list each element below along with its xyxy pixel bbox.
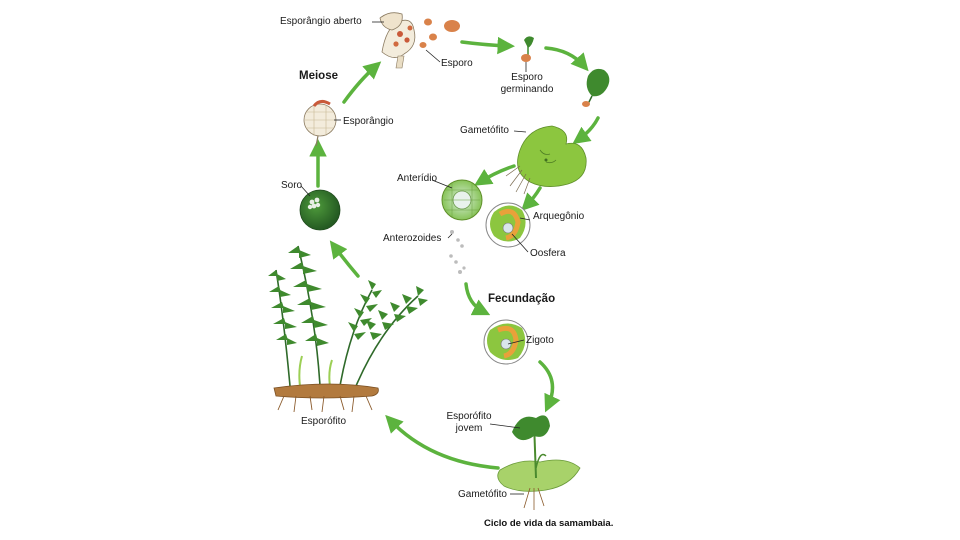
- label-antherozoids: Anterozoides: [383, 233, 442, 244]
- label-gametophyte-top: Gametófito: [460, 125, 509, 136]
- germinating-spore-illustration: [521, 36, 534, 62]
- label-young-sporophyte: Esporófito jovem: [444, 411, 494, 435]
- arrow-to-gametophyte: [572, 116, 600, 145]
- antheridium-illustration: [441, 179, 483, 221]
- label-fertilization: Fecundação: [488, 293, 556, 305]
- label-archegonium: Arquegônio: [533, 211, 585, 222]
- arrow-fertilization: [464, 282, 491, 316]
- archegonium-illustration: [485, 202, 531, 248]
- label-young-sporophyte-line1: Esporófito: [446, 411, 492, 422]
- label-sporophyte: Esporófito: [301, 416, 347, 427]
- label-open-sporangium: Esporângio aberto: [280, 16, 362, 27]
- label-spore: Esporo: [441, 58, 473, 69]
- antherozoids-illustration: [449, 230, 466, 274]
- adult-sporophyte-fern-illustration: [268, 245, 428, 413]
- label-meiosis: Meiose: [299, 70, 338, 82]
- arrow-gametophyte-to-archegonium: [521, 186, 542, 211]
- label-zygote: Zigoto: [526, 335, 554, 346]
- young-prothallus-illustration: [582, 68, 610, 107]
- label-leader-lines: [300, 21, 531, 495]
- sorus-illustration: [299, 189, 341, 231]
- label-sorus: Soro: [281, 180, 303, 191]
- figure-caption: Ciclo de vida da samambaia.: [484, 518, 614, 529]
- young-sporophyte-illustration: [497, 415, 581, 510]
- arrow-gametophyte-to-antheridium: [474, 164, 516, 186]
- label-oosphere: Oosfera: [530, 248, 566, 259]
- cycle-arrows: [309, 36, 600, 470]
- label-germinating-spore: Esporo germinando: [497, 72, 557, 96]
- label-gametophyte-bottom: Gametófito: [458, 489, 507, 500]
- arrow-spore-to-germinating: [460, 36, 515, 55]
- zygote-illustration: [483, 319, 529, 365]
- arrow-germinating-to-prothallus: [544, 46, 589, 72]
- label-germinating-spore-line2: germinando: [500, 84, 554, 95]
- arrow-meiosis: [342, 61, 382, 104]
- label-antheridium: Anterídio: [397, 173, 438, 184]
- open-sporangium-illustration: [379, 12, 460, 69]
- label-young-sporophyte-line2: jovem: [455, 423, 483, 434]
- label-germinating-spore-line1: Esporo: [511, 72, 543, 83]
- sporangium-illustration: [303, 99, 337, 147]
- arrow-zygote-to-young-sporophyte: [538, 360, 561, 413]
- arrow-sporophyte-to-sorus: [329, 240, 360, 278]
- gametophyte-prothallus-illustration: [505, 125, 587, 195]
- label-sporangium: Esporângio: [343, 116, 394, 127]
- arrow-to-sporophyte: [385, 414, 500, 470]
